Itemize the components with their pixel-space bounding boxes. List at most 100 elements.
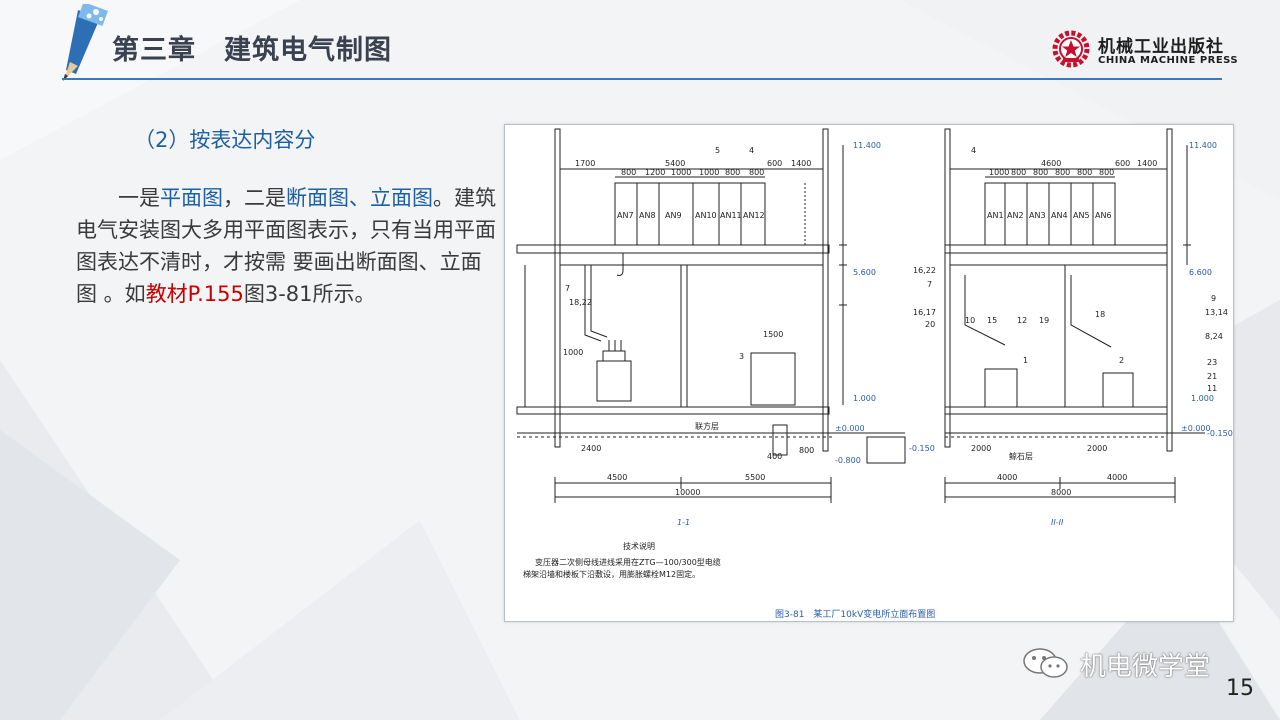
dim-label: 800 (725, 168, 740, 177)
highlight-section-elevation: 断面图、立面图 (286, 186, 433, 210)
callout: 18,22 (569, 298, 592, 307)
elevation-mark: 11.400 (1189, 141, 1217, 150)
text-run: 。 (433, 186, 454, 210)
right-elevation (944, 128, 1205, 503)
body-paragraph: 一是平面图，二是断面图、立面图。建筑电气安装图大多用平面图表示，只有当用平面图表… (76, 182, 496, 310)
callout: 7 (927, 280, 932, 289)
highlight-textbook-ref: 教材P.155 (145, 282, 244, 306)
panel-label: AN12 (743, 211, 765, 220)
panel-label: AN3 (1029, 211, 1046, 220)
dim-label: 800 (1033, 168, 1048, 177)
note-title: 技术说明 (623, 541, 655, 551)
right-panels (984, 182, 1116, 246)
callout: 4 (749, 146, 754, 155)
panel-label: AN6 (1095, 211, 1112, 220)
elevation-mark: -0.150 (1207, 429, 1233, 438)
panel-label: AN9 (665, 211, 682, 220)
dim-label: 800 (749, 168, 764, 177)
callout: 16,22 (913, 266, 936, 275)
publisher-name-en: CHINA MACHINE PRESS (1098, 55, 1239, 66)
elevation-mark: -0.150 (909, 444, 935, 453)
drawing-figure: AN7 AN8 AN9 AN10 AN11 AN12 AN1 AN2 AN3 A… (504, 124, 1234, 622)
callout: 7 (565, 284, 570, 293)
watermark: 机电微学堂 (1020, 646, 1240, 682)
elevation-mark: 1.000 (853, 394, 876, 403)
panel-label: AN2 (1007, 211, 1024, 220)
text-run: 建筑电气安装图大多用平面图表示，只有当用平面图表达不清时，才按需 要画出断面图、… (76, 186, 496, 306)
panel-label: AN11 (720, 211, 742, 220)
callout: 11 (1207, 384, 1217, 393)
callout: 3 (739, 352, 744, 361)
dim-label: 800 (1099, 168, 1114, 177)
callout: 2 (1119, 356, 1124, 365)
dim-label: 400 (767, 452, 782, 461)
panel-label: AN10 (695, 211, 717, 220)
elevation-mark: -0.800 (835, 456, 861, 465)
section-label: 1-1 (677, 518, 690, 527)
dim-label: 1400 (791, 159, 811, 168)
callout: 18 (1095, 310, 1105, 319)
gear-logo-icon (1052, 30, 1090, 68)
callout: 15 (987, 316, 997, 325)
callout: 1000 (563, 348, 583, 357)
callout: 21 (1207, 372, 1217, 381)
dim-label: 800 (1077, 168, 1092, 177)
layer-label: 鲸石层 (1009, 451, 1033, 461)
page-number: 15 (1226, 676, 1254, 701)
dim-label: 1000 (989, 168, 1009, 177)
dim-label: 800 (1055, 168, 1070, 177)
panel-label: AN4 (1051, 211, 1068, 220)
elevation-mark: 5.600 (853, 268, 876, 277)
dim-label: 600 (1115, 159, 1130, 168)
elevation-mark: ±0.000 (835, 424, 865, 433)
note-line: 变压器二次侧母线进线采用在ZTG—100/300型电缆 (535, 557, 721, 567)
callout: 5 (715, 146, 720, 155)
text-run: 图3-81所示。 (243, 282, 376, 306)
dim-label: 10000 (675, 488, 700, 497)
dim-label: 5500 (745, 473, 765, 482)
callout: 9 (1211, 294, 1216, 303)
left-panels (614, 182, 766, 246)
callout: 23 (1207, 358, 1217, 367)
section-label: II-II (1051, 518, 1064, 527)
publisher-name-cn: 机械工业出版社 (1098, 37, 1224, 57)
header-divider (62, 78, 1222, 80)
highlight-plan: 平面图 (160, 186, 223, 210)
watermark-text: 机电微学堂 (1080, 652, 1211, 682)
dim-label: 8000 (1051, 488, 1071, 497)
dim-label: 800 (1011, 168, 1026, 177)
publisher-logo: 机械工业出版社 CHINA MACHINE PRESS (1052, 30, 1238, 70)
wechat-icon (1023, 648, 1068, 678)
callout: 13,14 (1205, 308, 1228, 317)
dim-label: 1400 (1137, 159, 1157, 168)
left-elevation (516, 128, 906, 503)
pencil-icon (63, 4, 108, 81)
dim-label: 1000 (671, 168, 691, 177)
dim-label: 5400 (665, 159, 685, 168)
note-line: 梯架沿墙和楼板下沿敷设，用膨胀螺栓M12固定。 (523, 569, 700, 579)
callout: 4 (971, 146, 976, 155)
elevation-mark: ±0.000 (1181, 424, 1211, 433)
callout: 20 (925, 320, 935, 329)
elevation-mark: 11.400 (853, 141, 881, 150)
elevation-drawing: AN7 AN8 AN9 AN10 AN11 AN12 AN1 AN2 AN3 A… (516, 128, 1233, 620)
text-run: 一是 (118, 186, 160, 210)
dim-label: 2400 (581, 444, 601, 453)
dim-label: 800 (799, 446, 814, 455)
callout: 12 (1017, 316, 1027, 325)
dim-label: 4000 (1107, 473, 1127, 482)
dim-label: 600 (767, 159, 782, 168)
elevation-mark: 6.600 (1189, 268, 1212, 277)
panel-label: AN1 (987, 211, 1004, 220)
dim-label: 1000 (699, 168, 719, 177)
layer-label: 联方层 (695, 421, 719, 431)
dim-label: 2000 (971, 444, 991, 453)
panel-label: AN8 (639, 211, 656, 220)
section-subheading: （2）按表达内容分 (134, 128, 316, 152)
page-title: 第三章 建筑电气制图 (112, 35, 392, 66)
dim-label: 4500 (607, 473, 627, 482)
dim-label: 4600 (1041, 159, 1061, 168)
panel-label: AN5 (1073, 211, 1090, 220)
dim-label: 1200 (645, 168, 665, 177)
dim-label: 800 (621, 168, 636, 177)
